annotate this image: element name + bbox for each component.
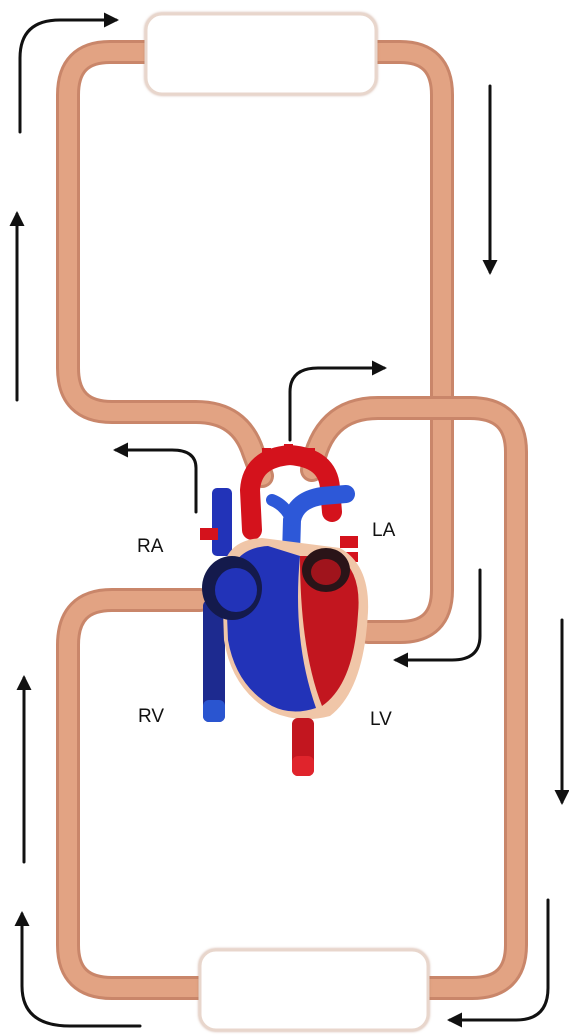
right-atrium-highlight xyxy=(215,568,257,612)
body-capillary-bed xyxy=(200,950,428,1030)
pulmonary-circuit-vessel xyxy=(68,52,262,476)
pulmonary-vein xyxy=(340,536,358,548)
label-right-ventricle: RV xyxy=(138,706,164,727)
pulmonary-vein xyxy=(200,528,218,540)
heart-icon xyxy=(200,444,368,776)
pulmonary-return-vessel-outline xyxy=(368,52,442,632)
systemic-return-vessel xyxy=(68,600,205,988)
pulmonary-artery-branch xyxy=(272,500,292,520)
systemic-return-vessel-outline xyxy=(68,600,205,988)
label-right-atrium: RA xyxy=(137,536,164,557)
lung-capillary-bed xyxy=(146,14,376,94)
descending-aorta-end xyxy=(292,756,314,776)
aortic-branch xyxy=(262,448,271,466)
label-left-atrium: LA xyxy=(372,520,396,541)
left-atrium-highlight xyxy=(311,559,341,585)
arrow-from-right-atrium xyxy=(116,450,196,512)
aortic-branch xyxy=(306,448,315,466)
label-left-ventricle: LV xyxy=(370,709,392,730)
arrow-into-body-bed xyxy=(450,900,548,1020)
superior-vena-cava xyxy=(212,488,232,556)
aortic-branch xyxy=(284,444,293,462)
inferior-vena-cava-end xyxy=(203,700,225,722)
